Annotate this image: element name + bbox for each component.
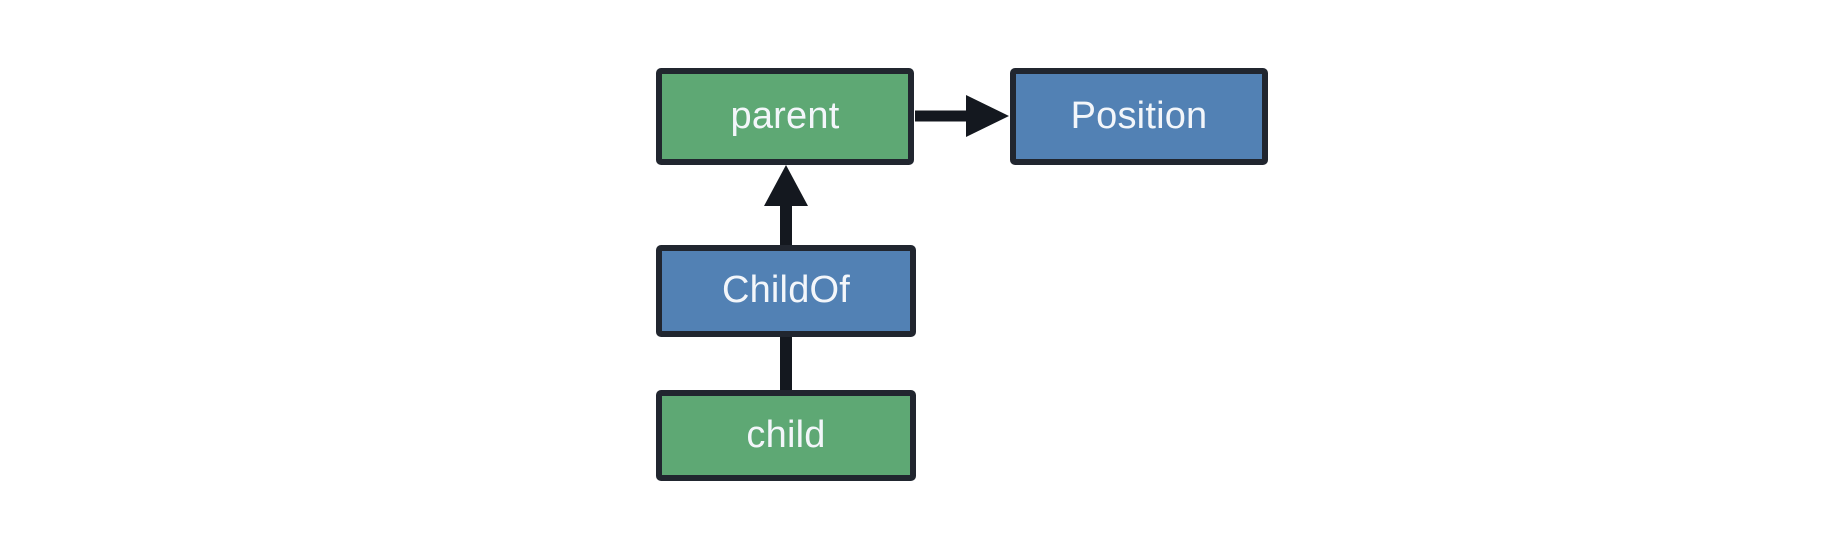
node-childof[interactable]: ChildOf — [656, 245, 916, 337]
node-childof-label: ChildOf — [721, 269, 851, 311]
edge-childof-to-parent — [764, 165, 808, 246]
edge-parent-to-position-arrowhead — [966, 95, 1009, 137]
node-parent[interactable]: parent — [656, 68, 914, 165]
node-parent-label: parent — [730, 94, 840, 137]
edge-childof-to-parent-arrowhead — [764, 165, 808, 206]
edge-parent-to-position — [915, 95, 1009, 137]
node-position[interactable]: Position — [1010, 68, 1268, 165]
node-child-label: child — [746, 413, 826, 456]
node-position-label: Position — [1070, 94, 1208, 137]
node-child[interactable]: child — [656, 390, 916, 481]
